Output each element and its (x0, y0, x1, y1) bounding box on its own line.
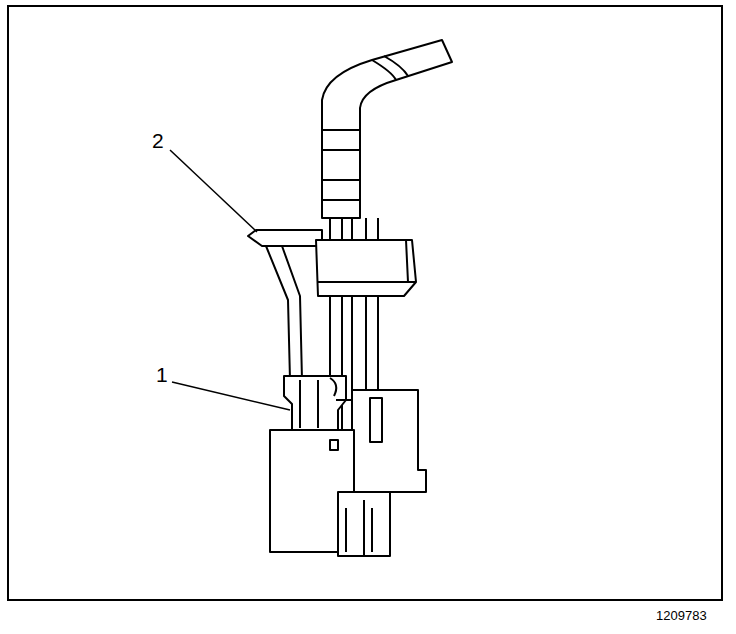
window (330, 440, 338, 450)
leader-lines (170, 150, 290, 410)
housing-side (352, 390, 426, 492)
callout-number: 1 (156, 364, 168, 385)
wire-harness (322, 40, 452, 218)
tape-wrap (322, 56, 408, 200)
cpa-block (316, 240, 416, 296)
leader-line (172, 382, 290, 410)
terminal-stubs (338, 492, 390, 556)
cpa-arm (266, 246, 302, 380)
latch (284, 376, 346, 432)
figure-number: 1209783 (656, 609, 707, 622)
housing-slot (370, 398, 382, 442)
leader-line (170, 150, 257, 232)
latch-detail (300, 378, 336, 428)
cpa-edge (318, 240, 416, 282)
connector-drawing (248, 40, 452, 556)
frame-border (8, 6, 722, 600)
lock-detail (336, 400, 352, 430)
callout-number: 2 (152, 130, 164, 151)
cpa-tab (248, 230, 322, 246)
